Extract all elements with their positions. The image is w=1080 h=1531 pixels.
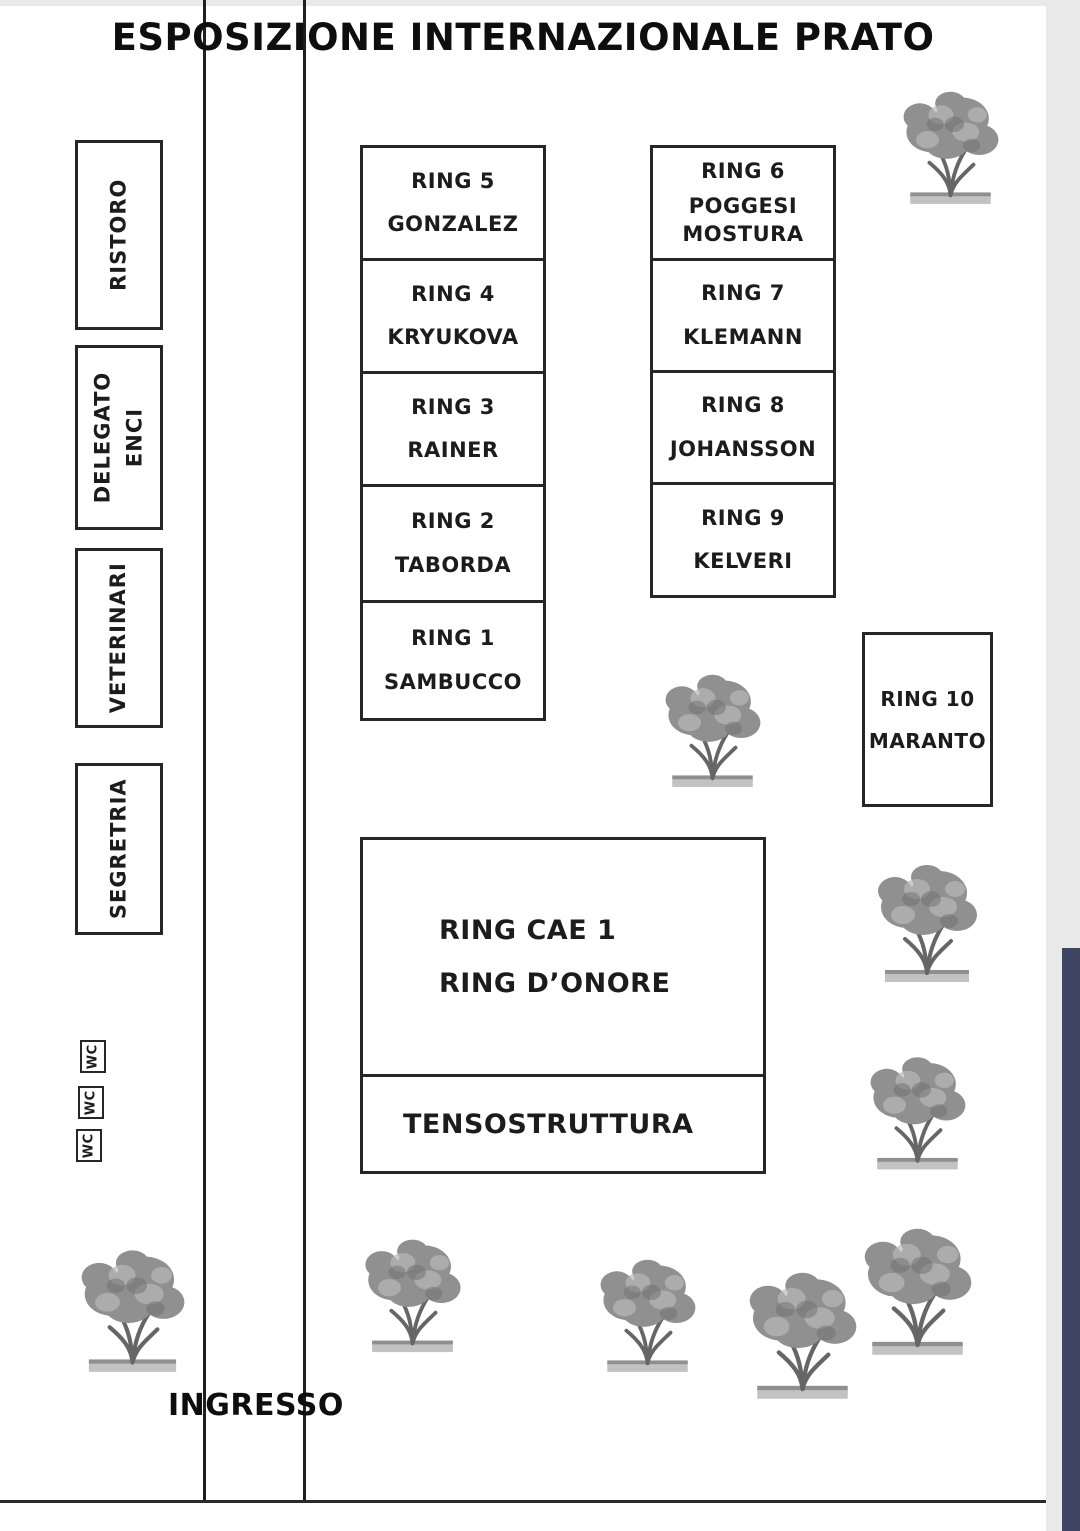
page-divider-line [0,1500,1046,1503]
ring-judge: KLEMANN [683,324,803,349]
scrollbar-thumb[interactable] [1062,948,1080,1531]
ring-judge: KELVERI [693,549,793,573]
wc-label: WC [81,1133,97,1158]
facility-label-line-1: DELEGATO [90,371,115,504]
ring-box-8: RING 8 JOHANSSON [650,370,836,485]
facility-box-segretria: SEGRETRIA [75,763,163,935]
tree-icon [893,82,1008,207]
ring-title: RING 5 [411,168,495,193]
tree-icon [850,1218,985,1358]
ring-judge: RAINER [407,438,499,462]
ring-title: RING 2 [411,509,495,534]
page-title: ESPOSIZIONE INTERNAZIONALE PRATO [111,16,935,59]
page-edge-top [0,0,1080,6]
ring-judge: MARANTO [868,728,987,753]
tree-icon [860,1045,975,1175]
ring-column-right: RING 6 POGGESI MOSTURA RING 7 KLEMANN RI… [650,145,836,598]
ring-title: RING 7 [701,281,785,306]
tree-icon [350,1230,475,1355]
tensostruttura-box: TENSOSTRUTTURA [360,1074,766,1174]
wc-box-1: WC [80,1040,106,1073]
road-line-right [303,0,306,1500]
facility-label-line-2: ENCI [122,407,147,468]
facility-box-veterinari: VETERINARI [75,548,163,728]
tree-icon [655,660,770,795]
ring-box-2: RING 2 TABORDA [360,484,546,603]
wc-label: WC [83,1090,99,1115]
ring-title: RING 8 [701,393,785,418]
facility-label-ristoro: RISTORO [106,178,131,292]
main-ring-box: RING CAE 1 RING D’ONORE [360,837,766,1077]
ring-judge: TABORDA [394,552,512,577]
facility-box-delegato-enci: DELEGATO ENCI [75,345,163,530]
wc-label: WC [85,1044,101,1069]
ring-title: RING 3 [411,394,495,419]
tree-icon [590,1250,705,1375]
wc-box-2: WC [78,1086,104,1119]
road-line-left [203,0,206,1500]
ring-box-1: RING 1 SAMBUCCO [360,600,546,721]
facility-box-ristoro: RISTORO [75,140,163,330]
facility-label-veterinari: VETERINARI [106,562,131,714]
facility-label-delegato-enci: DELEGATO ENCI [88,372,151,504]
ring-judge: JOHANSSON [669,436,817,461]
ring-judge: POGGESI MOSTURA [682,194,804,246]
ring-judge: GONZALEZ [387,212,519,236]
ring-judge: KRYUKOVA [387,325,519,349]
ring-box-5: RING 5 GONZALEZ [360,145,546,261]
main-ring-line-2: RING D’ONORE [439,968,671,999]
tensostruttura-label: TENSOSTRUTTURA [403,1108,694,1140]
tree-icon [867,855,987,985]
ring-box-7: RING 7 KLEMANN [650,258,836,373]
ring-title: RING 9 [701,505,785,530]
ring-title: RING 4 [411,281,495,306]
ring-judge: SAMBUCCO [383,669,522,694]
main-ring-area: RING CAE 1 RING D’ONORE TENSOSTRUTTURA [360,837,766,1174]
tree-icon [70,1240,195,1375]
ring-title: RING 6 [701,159,785,184]
entrance-label: INGRESSO [168,1388,344,1423]
wc-box-3: WC [76,1129,102,1162]
ring-column-left: RING 5 GONZALEZ RING 4 KRYUKOVA RING 3 R… [360,145,546,721]
ring-title: RING 1 [411,626,495,651]
facility-label-segretria: SEGRETRIA [106,778,131,920]
ring-box-4: RING 4 KRYUKOVA [360,258,546,374]
ring-box-10: RING 10 MARANTO [862,632,993,807]
ring-box-6: RING 6 POGGESI MOSTURA [650,145,836,261]
ring-box-9: RING 9 KELVERI [650,482,836,598]
ring-box-3: RING 3 RAINER [360,371,546,487]
main-ring-line-1: RING CAE 1 [439,915,617,946]
ring-title: RING 10 [880,686,975,711]
